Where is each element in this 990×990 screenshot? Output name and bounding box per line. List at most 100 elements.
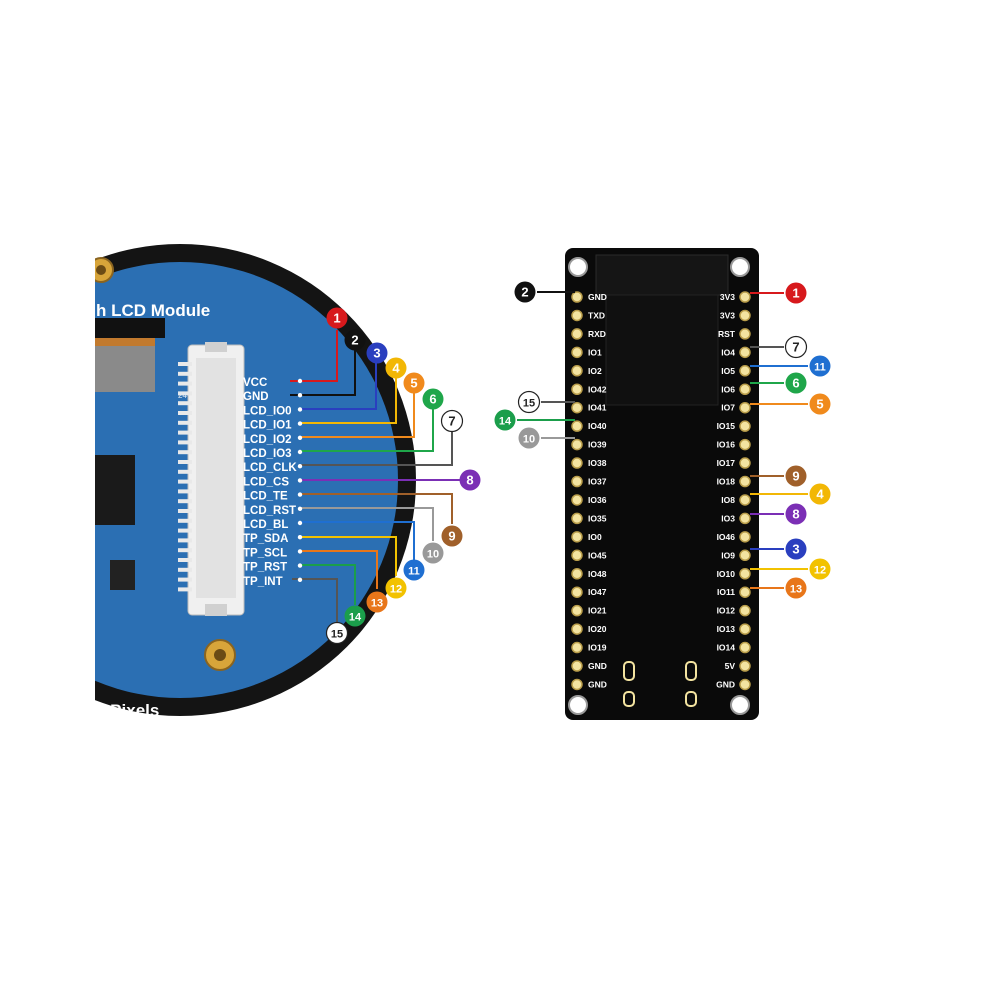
board-left-pin-label: IO38 (588, 458, 607, 468)
wire-dot (297, 421, 303, 426)
board-right-pin-label: IO13 (717, 624, 736, 634)
board-left-pin-label: IO47 (588, 587, 607, 597)
fpc-slot (196, 358, 236, 598)
marker-label: 8 (466, 473, 473, 488)
board-hole-br-icon (730, 695, 750, 715)
marker-circle (785, 282, 807, 304)
board-left-pin-label: IO19 (588, 643, 607, 653)
board-pad (739, 623, 751, 635)
marker-label: 8 (792, 507, 799, 522)
marker-circle (785, 577, 807, 599)
board-antenna (595, 254, 729, 296)
wire-5 (300, 392, 415, 438)
usb-port-left-2-icon (623, 691, 635, 707)
wire-dot (297, 549, 303, 554)
marker-circle (785, 465, 807, 487)
wire-dot (297, 393, 303, 398)
fpc-pin (178, 450, 192, 455)
marker-circle (385, 577, 407, 599)
marker-circle (385, 357, 407, 379)
board-right-pin-label: IO8 (721, 495, 735, 505)
marker-10: 10 (518, 427, 540, 449)
marker-circle (403, 372, 425, 394)
marker-circle (441, 525, 463, 547)
fpc-pin (178, 460, 192, 464)
board-left-pin-label: IO39 (588, 440, 607, 450)
marker-label: 9 (792, 469, 799, 484)
marker-circle (366, 342, 388, 364)
wire-4 (300, 378, 397, 424)
marker-label: 5 (410, 376, 417, 391)
marker-4: 4 (809, 483, 831, 505)
marker-9: 9 (785, 465, 807, 487)
board-pad (739, 641, 751, 654)
marker-circle (344, 605, 366, 627)
marker-12: 12 (385, 577, 407, 599)
board-pad (571, 328, 583, 340)
marker-11: 11 (403, 559, 425, 581)
fpc-pin (178, 401, 192, 406)
board-pad (571, 383, 583, 395)
board-pad (739, 604, 751, 617)
marker-label: 1 (792, 286, 799, 301)
lcd-pin-label: LCD_IO1 (243, 420, 292, 432)
board-right-pin-label: IO5 (721, 366, 735, 376)
board-right-pin-label: IO17 (717, 458, 736, 468)
board-pad (571, 512, 583, 525)
marker-label: 5 (816, 397, 823, 412)
wire-2 (290, 350, 356, 396)
fpc-pin (178, 538, 192, 543)
marker-5: 5 (403, 372, 425, 394)
marker-10: 10 (422, 542, 444, 564)
wire-dot (297, 449, 303, 455)
board-module (605, 294, 719, 406)
board-pad (571, 678, 583, 691)
board-right-pin-label: 3V3 (720, 292, 735, 302)
fpc-pin (178, 430, 192, 435)
wire-dot (297, 492, 303, 497)
marker-circle (785, 372, 807, 394)
marker-4: 4 (385, 357, 407, 379)
board-right-pin-label: IO46 (717, 532, 736, 542)
board-pad (739, 660, 751, 672)
marker-circle (403, 559, 425, 581)
lcd-regulator (110, 560, 135, 590)
marker-8: 8 (785, 503, 807, 525)
marker-label: 10 (523, 434, 535, 446)
lcd-pin-label: GND (243, 391, 269, 403)
fpc-pin (178, 440, 192, 445)
lcd-pin-label: LCD_RST (243, 505, 296, 517)
marker-12: 12 (809, 558, 831, 580)
board-left-pin-label: IO41 (588, 403, 607, 413)
fpc-pin (178, 381, 192, 386)
board-right-pin-label: IO15 (717, 421, 736, 431)
board-pad (739, 549, 751, 562)
fpc-pin (178, 479, 192, 484)
marker-6: 6 (422, 388, 444, 410)
board-pad (739, 678, 751, 691)
board-right-pin-label: IO9 (721, 550, 735, 560)
marker-circle (459, 469, 481, 491)
marker-label: 3 (792, 542, 799, 557)
board-pad (571, 420, 583, 432)
board-pad (739, 420, 751, 432)
lcd-pin-label: VCC (243, 377, 267, 389)
marker-label: 9 (448, 529, 455, 544)
wire-1 (290, 330, 338, 382)
board-left-pin-label: IO35 (588, 513, 607, 523)
board-pad (571, 586, 583, 598)
fpc-pin (178, 558, 192, 562)
marker-7: 7 (440, 409, 464, 433)
marker-label: 15 (523, 398, 535, 410)
marker-circle (325, 621, 349, 645)
marker-3: 3 (785, 538, 807, 560)
marker-15: 15 (517, 390, 541, 414)
board-pad (571, 604, 583, 617)
lcd-pin-label: TP_INT (243, 576, 283, 588)
marker-9: 9 (441, 525, 463, 547)
board-right-pin-label: 3V3 (720, 310, 735, 320)
board-pad (739, 346, 751, 359)
fpc-pin (178, 567, 192, 572)
board-right-pin-label: IO16 (717, 440, 736, 450)
marker-circle (517, 390, 541, 414)
